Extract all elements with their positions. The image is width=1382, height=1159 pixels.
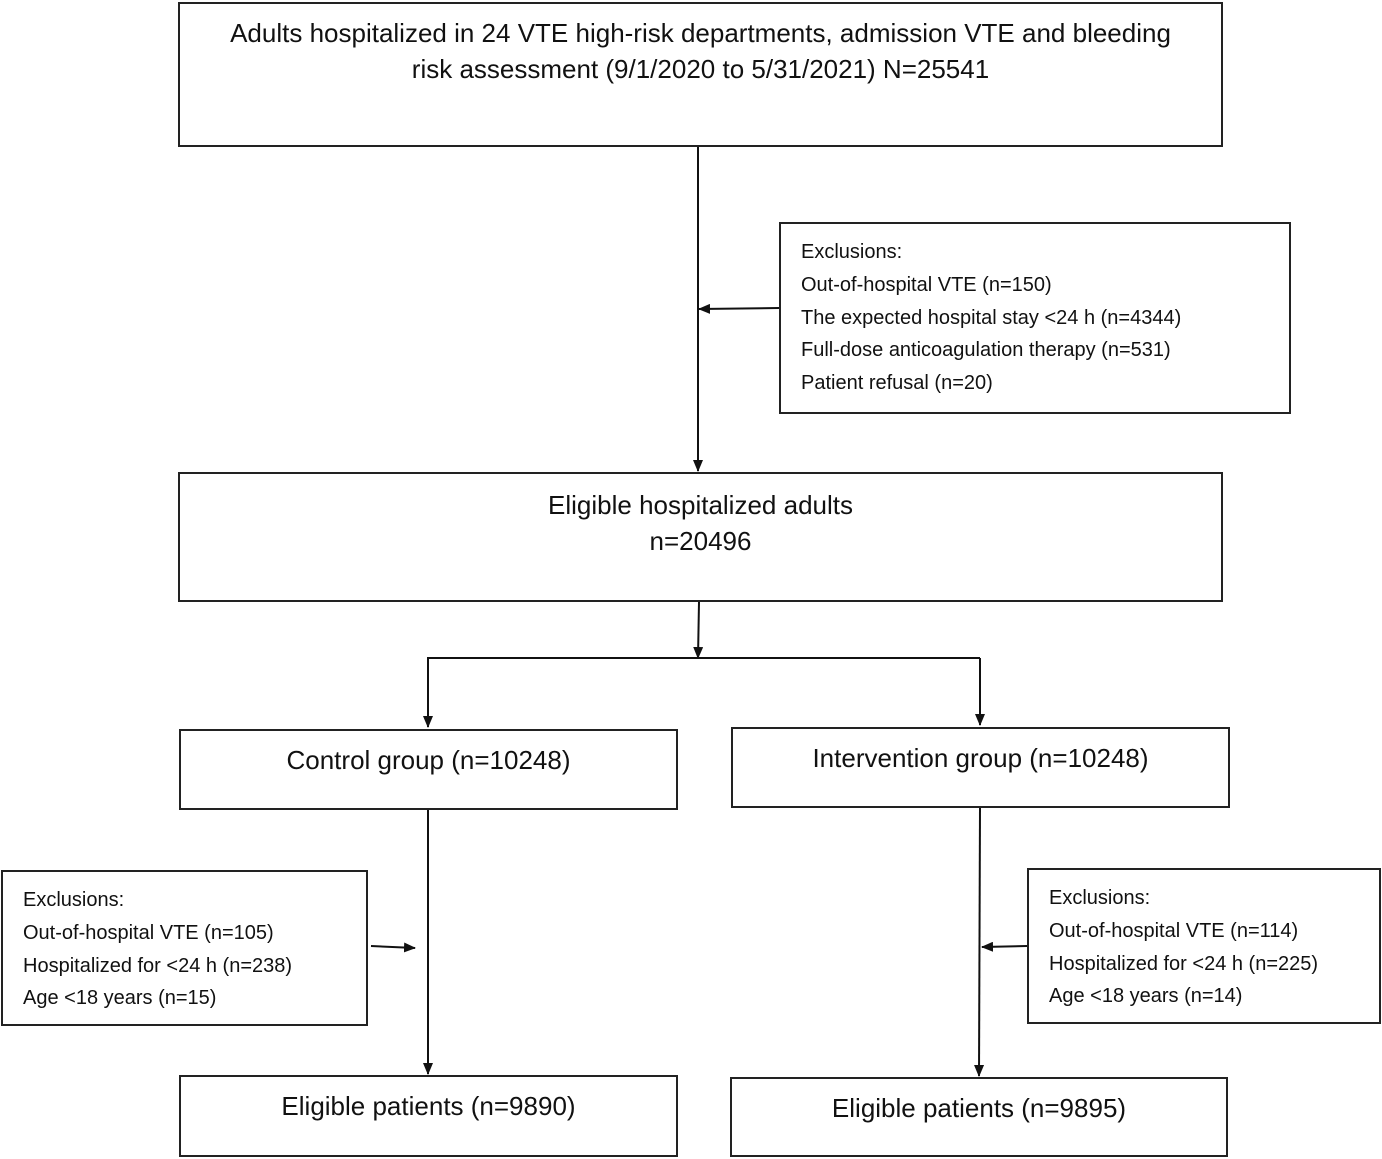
eligible-adults-box: Eligible hospitalized adults n=20496 [178,472,1223,602]
exclusions-control-box: Exclusions: Out-of-hospital VTE (n=105) … [1,870,368,1026]
control-group-label: Control group (n=10248) [286,745,571,775]
exclusions-top-item: Out-of-hospital VTE (n=150) [801,273,1052,296]
exclusions-top-box: Exclusions: Out-of-hospital VTE (n=150) … [779,222,1291,414]
top-line-1: Adults hospitalized in 24 VTE high-risk … [230,18,1171,48]
arrow-control-exclusions [370,942,416,953]
exclusions-control-item: Age <18 years (n=15) [23,987,217,1010]
exclusions-intervention-item: Out-of-hospital VTE (n=114) [1049,919,1299,942]
exclusions-intervention-item: Hospitalized for <24 h (n=225) [1049,952,1319,975]
exclusions-top-item: The expected hospital stay <24 h (n=4344… [801,306,1182,329]
arrow-top-exclusions [698,303,780,314]
exclusions-intervention-item: Age <18 years (n=14) [1049,985,1243,1008]
exclusions-top-title: Exclusions: [801,241,903,263]
arrow-eligible-to-split [693,601,704,659]
exclusions-control-item: Out-of-hospital VTE (n=105) [23,921,274,944]
exclusions-top-item: Patient refusal (n=20) [801,372,993,395]
top-line-2: risk assessment (9/1/2020 to 5/31/2021) … [411,53,990,84]
arrow-intervention-to-final [974,807,985,1077]
final-intervention-box: Eligible patients (n=9895) [730,1077,1228,1157]
final-intervention-label: Eligible patients (n=9895) [831,1093,1127,1123]
final-control-box: Eligible patients (n=9890) [179,1075,678,1157]
eligible-line-2: n=20496 [649,525,752,556]
top-population-box: Adults hospitalized in 24 VTE high-risk … [178,2,1223,147]
final-control-label: Eligible patients (n=9890) [281,1091,576,1121]
intervention-group-box: Intervention group (n=10248) [731,727,1230,808]
exclusions-intervention-title: Exclusions: [1049,887,1151,909]
control-group-box: Control group (n=10248) [179,729,678,810]
eligible-line-1: Eligible hospitalized adults [548,490,853,520]
exclusions-control-title: Exclusions: [23,889,125,911]
exclusions-intervention-box: Exclusions: Out-of-hospital VTE (n=114) … [1027,868,1381,1024]
exclusions-top-item: Full-dose anticoagulation therapy (n=531… [801,339,1171,362]
intervention-group-label: Intervention group (n=10248) [812,743,1149,773]
exclusions-control-item: Hospitalized for <24 h (n=238) [23,954,293,977]
arrow-intervention-exclusions [981,941,1028,952]
